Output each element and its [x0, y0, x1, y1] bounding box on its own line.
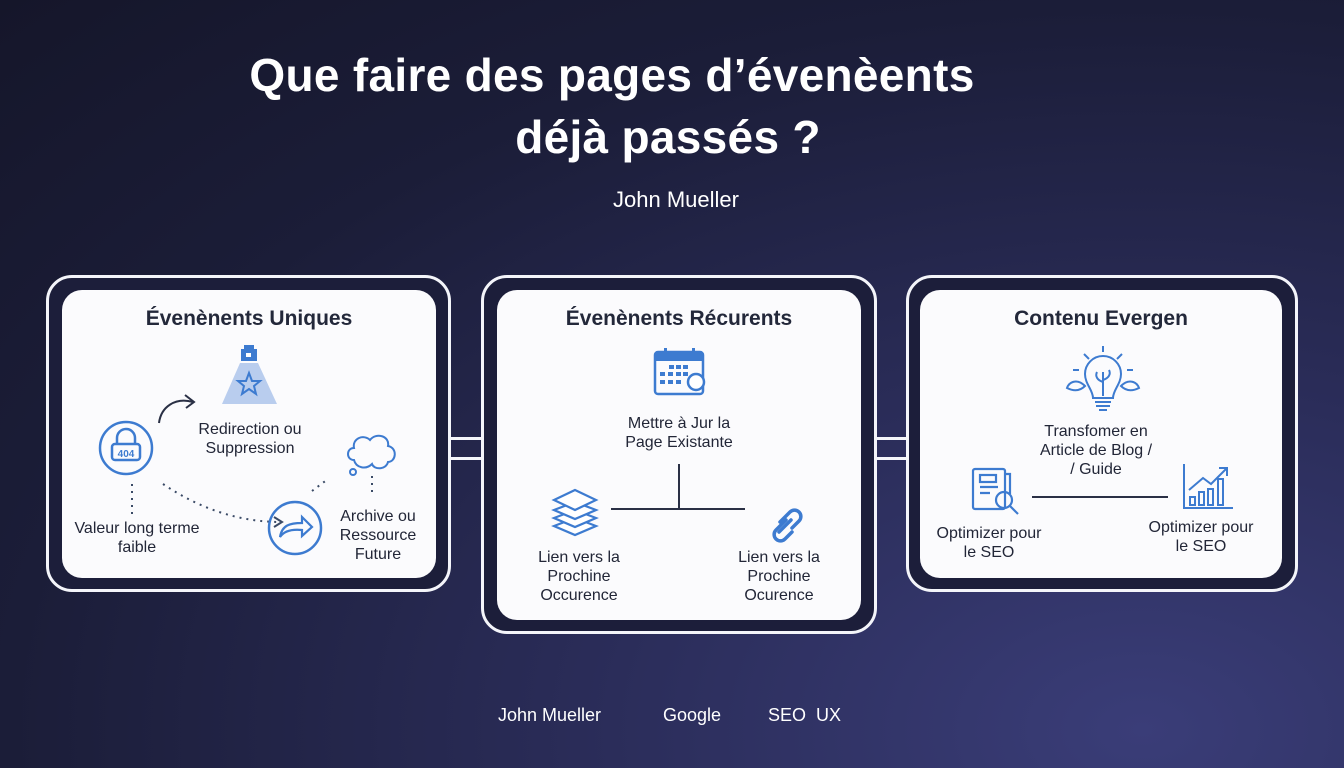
link-icon — [772, 508, 803, 543]
error-code-badge: 404 — [118, 449, 135, 460]
lock-404-icon: 404 — [98, 420, 154, 476]
tree-connector — [611, 464, 745, 510]
connector-line — [1032, 496, 1168, 498]
layers-icon — [551, 488, 599, 537]
growth-chart-icon — [1183, 464, 1233, 509]
item-label: Archive ou Ressource Future — [339, 508, 417, 563]
item-label: Valeur long terme faible — [74, 520, 200, 556]
footer-company: Google — [663, 705, 722, 725]
curved-arrow-icon — [158, 394, 196, 424]
dotted-paths — [131, 483, 284, 528]
item-label: Mettre à Jur la Page Existante — [625, 415, 733, 451]
forward-arrow-icon — [267, 500, 323, 556]
panel-title: Contenu Evergen — [1014, 307, 1188, 330]
panel-title: Évenènents Uniques — [145, 307, 353, 330]
page-subtitle: John Mueller — [613, 187, 739, 212]
connector — [448, 457, 484, 460]
lightbulb-plant-icon — [1065, 346, 1141, 411]
item-label: Lien vers la Prochine Occurence — [538, 549, 620, 604]
thought-cloud-icon — [311, 434, 396, 496]
item-label: Optimizer pour le SEO — [1148, 519, 1254, 555]
footer-tags: SEO UX — [768, 705, 842, 725]
footer-author: John Mueller — [498, 705, 602, 725]
panel-recurring-events: Évenènents Récurents Mettre à Jur la Pag… — [497, 290, 861, 620]
panel-title: Évenènents Récurents — [565, 307, 793, 330]
connector — [873, 437, 909, 440]
item-label: Optimizer pour le SEO — [936, 525, 1042, 561]
page-title-line2: déjà passés ? — [515, 111, 821, 163]
panel-evergreen: Contenu Evergen Transfomer en Article de… — [920, 290, 1282, 578]
item-label: Redirection ou Suppression — [198, 421, 302, 457]
connector — [448, 437, 484, 440]
connector — [873, 457, 909, 460]
item-label: Transfomer en Article de Blog / / Guide — [1039, 423, 1153, 478]
panel-unique-events: Évenènents Uniques Redirection ou Suppre… — [62, 290, 436, 578]
page-title-line1: Que faire des pages d’évenèents — [249, 49, 975, 101]
calendar-refresh-icon — [653, 348, 706, 396]
document-search-icon — [971, 467, 1019, 515]
spotlight-star-icon — [222, 345, 277, 404]
item-label: Lien vers la Prochine Ocurence — [738, 549, 820, 604]
